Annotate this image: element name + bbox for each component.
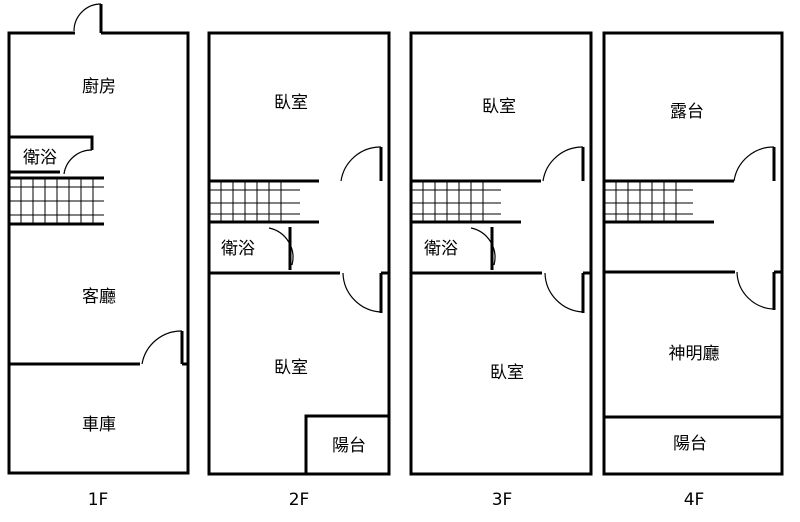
room-label-bath: 衛浴	[424, 239, 458, 259]
room-label-balcony: 陽台	[332, 436, 366, 456]
stair-treads	[422, 181, 484, 222]
outer-wall	[7, 31, 190, 475]
room-label-living: 客廳	[82, 287, 116, 307]
room-label-shrine: 神明廳	[669, 344, 720, 364]
door-swing-arc	[542, 146, 584, 182]
door-swing-arc	[141, 330, 183, 365]
door-swing-arc	[544, 272, 584, 313]
outer-wall	[602, 31, 784, 476]
outer-wall	[207, 31, 391, 476]
room-label-kitchen: 廚房	[82, 76, 116, 97]
room-label-balcony: 陽台	[673, 434, 707, 454]
door-swing-arc	[63, 149, 93, 175]
floor-label: 3F	[492, 490, 513, 510]
floor-label: 1F	[88, 490, 109, 510]
floor-label: 2F	[289, 490, 310, 510]
room-label-bath: 衛浴	[221, 239, 255, 259]
outer-wall	[409, 31, 593, 476]
floor-3f: 臥室 衛浴 臥室 3F	[409, 31, 593, 510]
door-swing-arc	[342, 272, 382, 313]
door-swing-arc	[268, 227, 294, 266]
room-label-garage: 車庫	[82, 415, 116, 435]
room-label-bedroom-bottom: 臥室	[274, 358, 308, 378]
room-label-bedroom-bottom: 臥室	[490, 363, 524, 383]
floor-label: 4F	[684, 490, 705, 510]
stair-treads	[615, 181, 677, 222]
door-swing-arc	[733, 146, 775, 182]
stair-treads	[20, 178, 94, 224]
room-label-terrace: 露台	[670, 102, 704, 122]
door-swing-arc	[340, 146, 382, 182]
floor-4f: 露台 神明廳 陽台 4F	[602, 31, 784, 510]
room-label-bedroom-top: 臥室	[482, 97, 516, 117]
balcony-wall	[304, 414, 389, 473]
door-swing-arc	[73, 3, 102, 32]
bath-wall	[9, 135, 94, 150]
door-swing-arc	[470, 227, 496, 266]
room-label-bedroom-top: 臥室	[274, 93, 308, 113]
stair-treads	[220, 181, 282, 222]
room-label-bath: 衛浴	[23, 148, 57, 168]
floor-2f: 臥室 衛浴 臥室 陽台 2F	[207, 31, 391, 510]
floor-1f: 廚房 衛浴 客廳 車庫 1F	[7, 3, 190, 510]
door-swing-arc	[736, 271, 775, 310]
